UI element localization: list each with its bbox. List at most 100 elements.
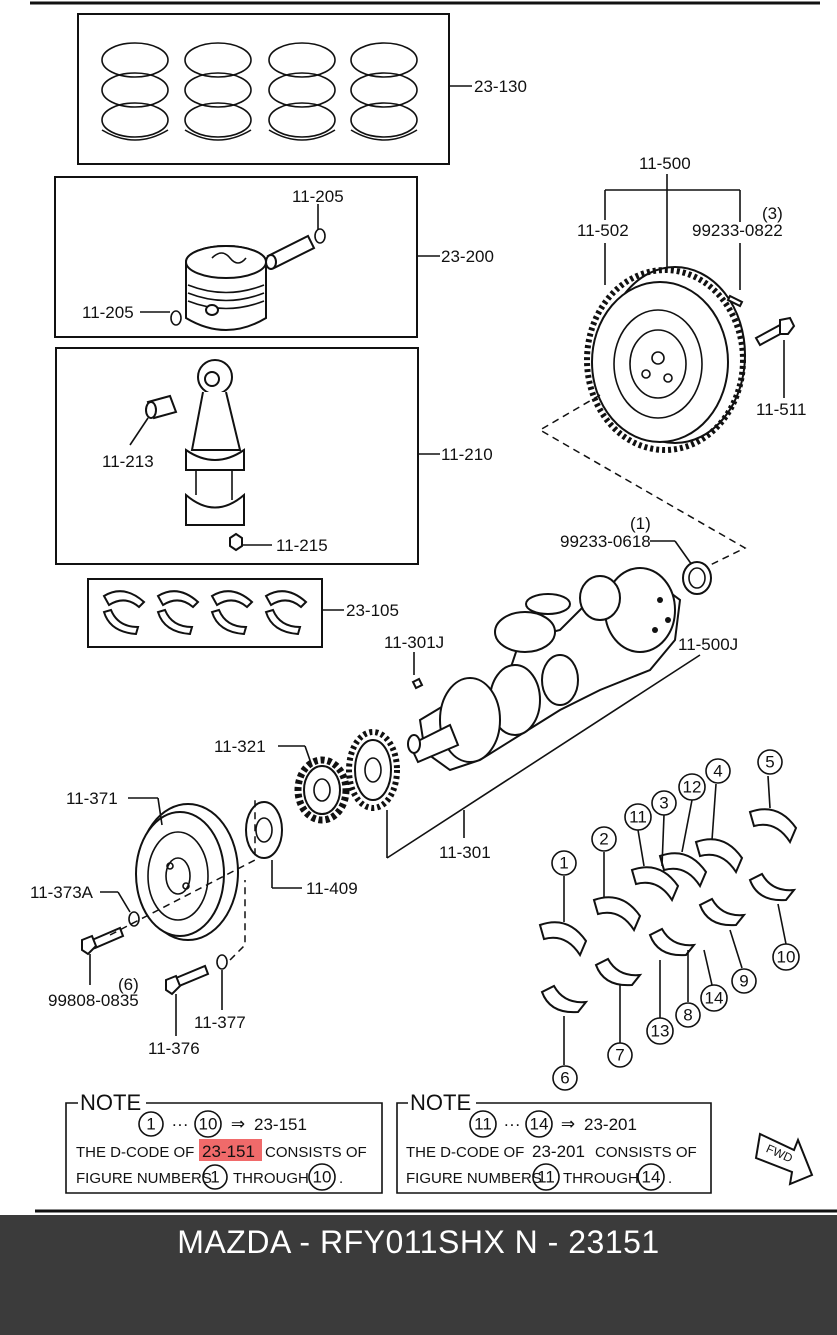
label-11-500: 11-500 [639, 154, 691, 173]
note-2-line2-prefix: THE D-CODE OF [406, 1144, 524, 1161]
highlight-23-151 [199, 1139, 262, 1161]
piston-ring-set-1 [101, 42, 169, 141]
label-99233-0822: 99233-0822 [692, 221, 783, 240]
plate-drawing [245, 801, 283, 859]
note-1-line2-suffix: CONSISTS OF [265, 1144, 367, 1161]
rod-bearings-group: 23-105 [87, 578, 399, 648]
figure-number-7: 7 [615, 1046, 624, 1065]
damper-bolt-drawing [165, 964, 210, 996]
piston-rings-group: 23-130 [77, 13, 527, 165]
bearing-shells [538, 808, 798, 1014]
figure-number-12: 12 [683, 778, 702, 797]
note-1-range-dots: ··· [172, 1115, 189, 1134]
note-2-code: 23-201 [584, 1115, 637, 1134]
damper-washer-drawing [216, 954, 228, 970]
crankshaft-group: 99233-0618 (1) 11-500J 11-301J [384, 514, 738, 862]
note-2-line3-mid: THROUGH [563, 1170, 639, 1187]
flywheel-group: 11-500 11-502 (3) 99233-0822 11-511 [538, 154, 806, 571]
note-1-code: 23-151 [254, 1115, 307, 1134]
label-11-321: 11-321 [214, 737, 266, 756]
note-1-title: NOTE [80, 1090, 141, 1115]
sprocket-drawing [294, 756, 350, 824]
piston-ring-set-4 [350, 42, 418, 141]
fwd-arrow-icon: FWD [754, 1132, 814, 1186]
note-2-line2-suffix: CONSISTS OF [595, 1144, 697, 1161]
crankshaft-drawing [407, 567, 682, 772]
figure-number-14: 14 [705, 989, 724, 1008]
piston-drawing [185, 245, 267, 331]
note-2-line3-end: . [668, 1170, 672, 1187]
note-1-line3-to: 10 [313, 1168, 332, 1187]
label-11-377: 11-377 [194, 1013, 246, 1032]
figure-number-2: 2 [599, 830, 608, 849]
crank-key [411, 677, 424, 690]
note-1-line3-from: 1 [210, 1168, 219, 1187]
label-11-373A: 11-373A [30, 883, 94, 902]
label-11-210: 11-210 [441, 445, 493, 464]
note-box-2: NOTE 11 ··· 14 ⇒ 23-201 THE D-CODE OF 23… [396, 1090, 712, 1194]
figure-number-5: 5 [765, 753, 774, 772]
note-box-1: NOTE 1 ··· 10 ⇒ 23-151 THE D-CODE OF 23-… [65, 1090, 383, 1194]
label-11-205-left: 11-205 [82, 303, 134, 322]
label-11-371: 11-371 [66, 789, 118, 808]
piston-assembly-group: 11-205 11-205 23-200 [54, 176, 494, 338]
label-pulley-bolt-qty: (6) [118, 975, 139, 994]
note-2-line3-prefix: FIGURE NUMBERS [406, 1170, 542, 1187]
pulley-drawing [135, 803, 239, 941]
label-11-511: 11-511 [756, 400, 806, 419]
figure-number-9: 9 [739, 972, 748, 991]
pulley-bolt-drawing [81, 926, 125, 956]
connecting-rod-drawing [185, 359, 245, 552]
connecting-rod-group: 11-213 11-215 11-210 [55, 347, 493, 565]
note-2-range-to: 14 [530, 1115, 549, 1134]
timing-gear-drawing [346, 729, 400, 811]
note-2-line2-code: 23-201 [532, 1142, 585, 1161]
note-1-line3-end: . [339, 1170, 343, 1187]
note-2-range-dots: ··· [504, 1115, 521, 1134]
label-11-215: 11-215 [276, 536, 328, 555]
piston-pin-drawing [265, 228, 326, 270]
label-11-409: 11-409 [306, 879, 358, 898]
label-11-301J: 11-301J [384, 633, 444, 652]
dowel-pin [726, 294, 744, 308]
washer-drawing [128, 911, 140, 927]
label-dowel-qty: (3) [762, 204, 783, 223]
bearing-leaders [563, 775, 787, 1065]
label-23-105: 23-105 [346, 601, 399, 620]
rod-bushing-drawing [145, 394, 178, 420]
note-2-line3-from: 11 [537, 1168, 555, 1187]
flywheel-drawing [584, 266, 746, 453]
label-11-376: 11-376 [148, 1039, 200, 1058]
pilot-bearing-drawing [682, 561, 712, 595]
footer-bar [0, 1215, 837, 1335]
note-1-range-to: 10 [199, 1115, 218, 1134]
parts-diagram: 23-130 11-205 11-205 23-200 [30, 1, 837, 1213]
label-23-200: 23-200 [441, 247, 494, 266]
figure-number-8: 8 [683, 1006, 692, 1025]
label-99233-0618: 99233-0618 [560, 532, 651, 551]
piston-ring-set-3 [268, 42, 336, 141]
figure-number-1: 1 [559, 854, 568, 873]
note-1-line3-mid: THROUGH [233, 1170, 309, 1187]
note-1-line2-code: 23-151 [202, 1142, 255, 1161]
front-end-group: 11-321 11-409 11-371 11-373A (6) 99808-0 [30, 729, 400, 1058]
figure-number-10: 10 [777, 948, 796, 967]
rod-bearing-shells [102, 590, 308, 636]
figure-number-13: 13 [651, 1022, 670, 1041]
label-pilot-qty: (1) [630, 514, 651, 533]
label-11-500J: 11-500J [678, 635, 738, 654]
figure-number-3: 3 [659, 794, 668, 813]
label-23-130: 23-130 [474, 77, 527, 96]
label-11-502: 11-502 [577, 221, 629, 240]
note-2-line3-to: 14 [642, 1168, 661, 1187]
label-11-301: 11-301 [439, 843, 491, 862]
figure-number-callouts: 1 2 3 4 5 6 7 8 9 10 11 12 13 1 [551, 749, 800, 1091]
note-1-line2-prefix: THE D-CODE OF [76, 1144, 194, 1161]
clip-left [170, 310, 182, 326]
note-2-range-from: 11 [474, 1115, 492, 1134]
part-number-caption: MAZDA - RFY011SHX N - 23151 [177, 1224, 660, 1260]
label-99808-0835: 99808-0835 [48, 991, 139, 1010]
note-2-title: NOTE [410, 1090, 471, 1115]
piston-ring-set-2 [184, 42, 252, 141]
flywheel-bolt-drawing [754, 316, 796, 347]
